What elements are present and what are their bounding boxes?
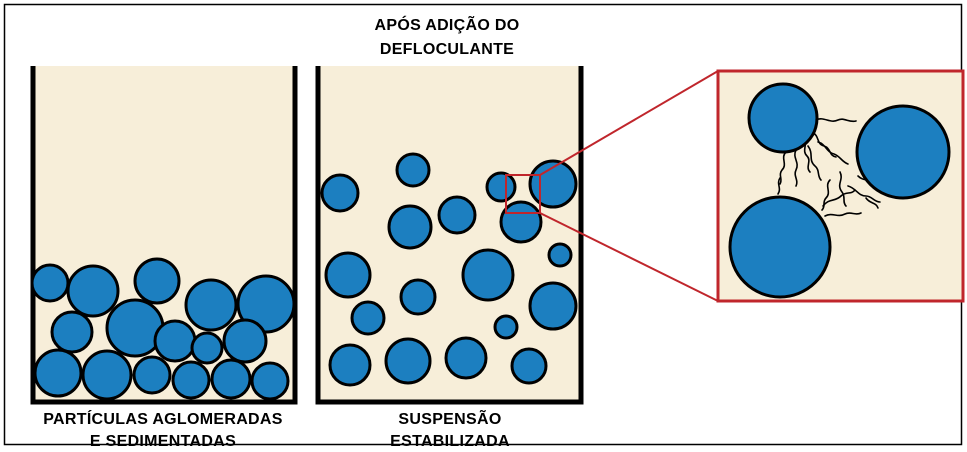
middle-container — [315, 66, 584, 405]
particle — [328, 343, 372, 387]
polymer-chain — [815, 118, 857, 123]
particle — [132, 355, 172, 395]
polymer-chain — [838, 171, 847, 207]
particle — [153, 319, 197, 363]
particle — [437, 195, 477, 235]
left-caption-line-1: PARTÍCULAS AGLOMERADAS — [43, 409, 283, 428]
particle — [66, 264, 120, 318]
particle — [184, 278, 238, 332]
polymer-chain — [821, 179, 831, 211]
particle — [81, 349, 133, 401]
zoom-line-bottom — [539, 212, 719, 302]
magnified-inset — [716, 69, 965, 303]
zoom-source-box — [505, 174, 541, 214]
top-caption-line-2: DEFLOCULANTE — [380, 41, 514, 58]
particle — [324, 251, 372, 299]
particle — [133, 257, 181, 305]
particle — [171, 360, 211, 400]
particle — [384, 337, 432, 385]
particle — [493, 314, 519, 340]
particle — [399, 278, 437, 316]
polymer-chain — [777, 177, 781, 195]
particle — [547, 242, 573, 268]
particle — [210, 358, 252, 400]
particle — [190, 331, 224, 365]
polymer-chain — [807, 145, 822, 181]
particle — [320, 173, 360, 213]
left-caption: PARTÍCULAS AGLOMERADAS E SEDIMENTADAS — [43, 409, 283, 450]
zoom-indicator — [505, 70, 719, 302]
left-container — [30, 66, 298, 405]
particle — [350, 300, 386, 336]
particle — [528, 281, 578, 331]
top-caption: APÓS ADIÇÃO DO DEFLOCULANTE — [375, 14, 520, 58]
particle — [395, 152, 431, 188]
middle-caption-line-2: ESTABILIZADA — [390, 433, 510, 450]
left-caption-line-2: E SEDIMENTADAS — [90, 433, 236, 450]
top-caption-line-1: APÓS ADIÇÃO DO — [375, 14, 520, 34]
particle — [528, 159, 578, 209]
particle — [728, 195, 832, 299]
inset-particles — [728, 82, 951, 299]
left-container-wall — [30, 66, 298, 405]
particle — [50, 310, 94, 354]
particle — [510, 347, 548, 385]
middle-particles — [320, 152, 578, 387]
particle — [485, 171, 517, 203]
particle — [855, 104, 951, 200]
polymer-chain — [822, 189, 856, 207]
particle — [30, 263, 70, 303]
particle — [236, 274, 296, 334]
particle — [250, 361, 290, 401]
middle-caption-line-1: SUSPENSÃO — [398, 408, 501, 428]
particle — [444, 336, 488, 380]
polymer-chain — [824, 212, 862, 217]
particle — [747, 82, 819, 154]
particle — [33, 348, 83, 398]
polymer-chain — [817, 141, 849, 165]
left-particles — [30, 257, 296, 401]
particle — [222, 318, 268, 364]
polymer-chain — [779, 151, 787, 185]
polymer-chain — [847, 185, 881, 203]
particle — [461, 248, 515, 302]
particle — [387, 204, 433, 250]
middle-caption: SUSPENSÃO ESTABILIZADA — [390, 408, 510, 450]
polymer-chain — [794, 149, 798, 187]
polymer-chain — [865, 197, 879, 209]
zoom-line-top — [539, 70, 719, 176]
